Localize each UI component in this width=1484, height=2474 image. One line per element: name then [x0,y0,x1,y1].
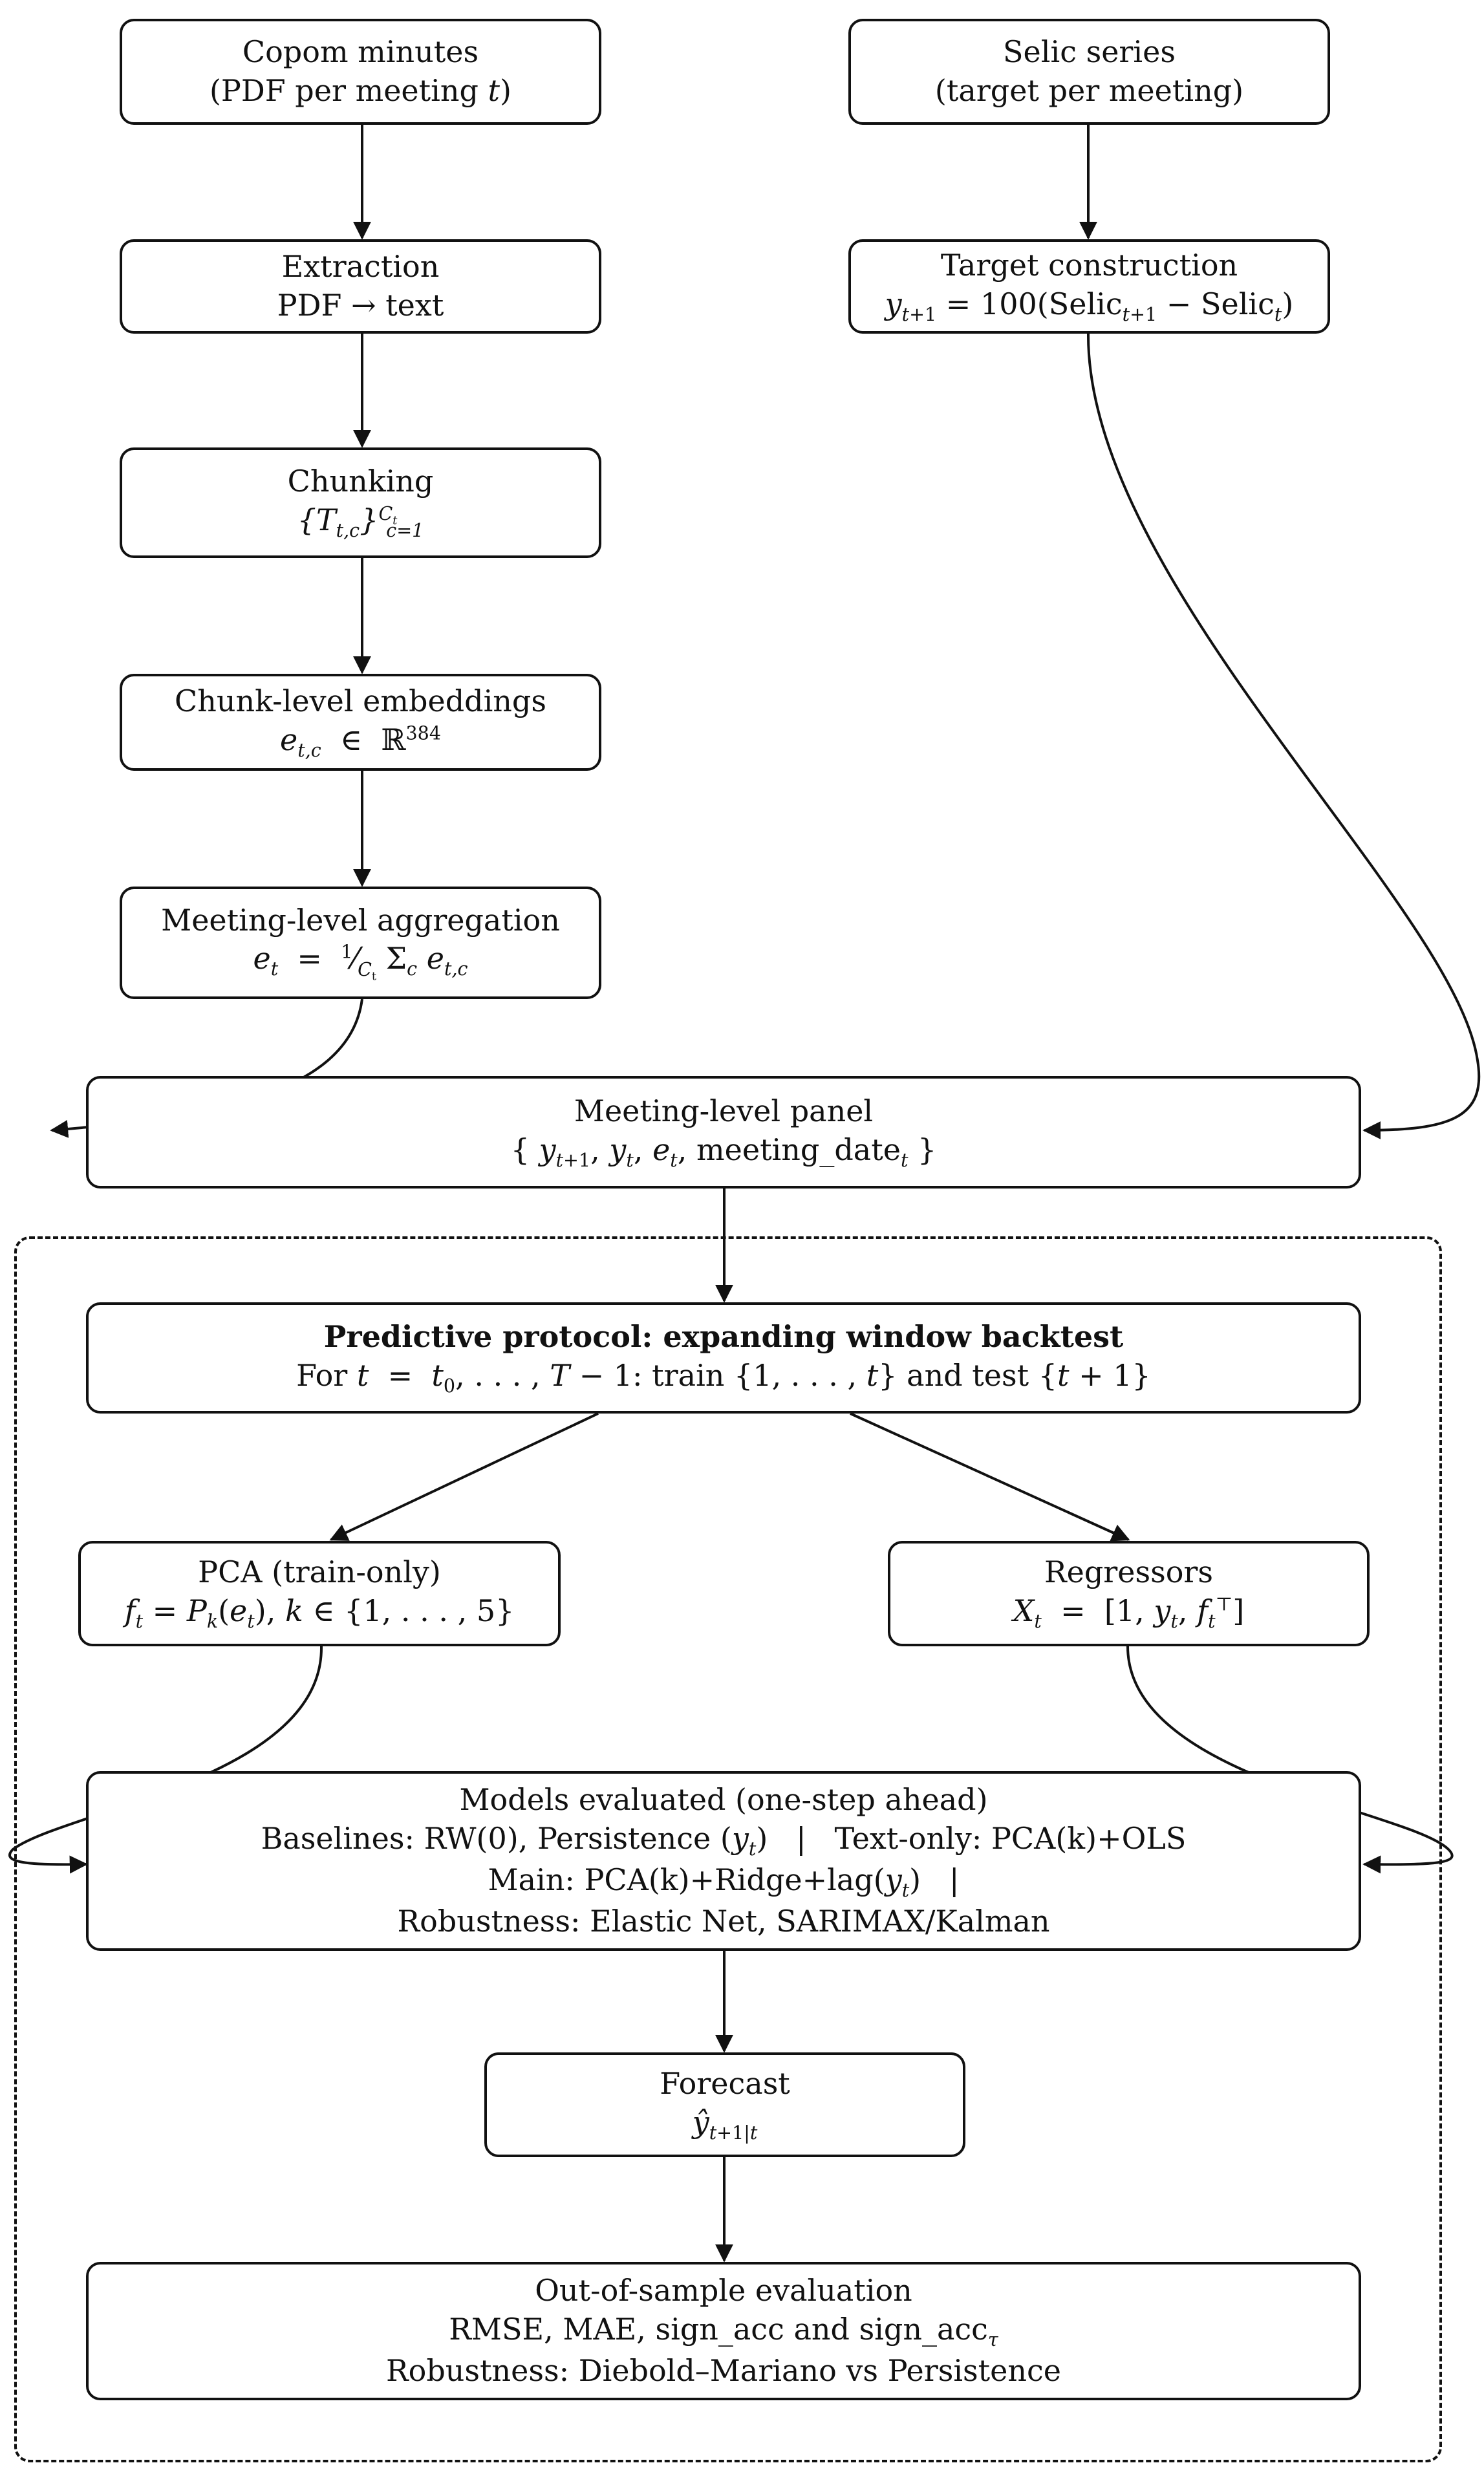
panel-title: Meeting-level panel [574,1093,874,1128]
chunking-formula: {Tt,c}Ctc=1 [297,502,424,542]
embeddings-title: Chunk-level embeddings [175,683,546,718]
copom-title: Copom minutes [242,34,479,70]
models-main: Main: PCA(k)+Ridge+lag(yt) | [488,1862,960,1902]
protocol-formula: For t = t0, . . . , T − 1: train {1, . .… [296,1357,1151,1397]
regressors-title: Regressors [1044,1554,1214,1590]
edge-pca-models [8,1646,323,1874]
node-copom-minutes: Copom minutes (PDF per meeting t) [120,19,601,125]
target-formula: yt+1 = 100(Selict+1 − Selict) [885,286,1294,325]
regressors-formula: Xt = [1, yt, ft⊤] [1013,1593,1245,1633]
evaluation-metrics: RMSE, MAE, sign_acc and sign_accτ [449,2311,998,2351]
pca-formula: ft = Pk(et), k ∈ {1, . . . , 5} [124,1593,515,1633]
node-chunk-embeddings: Chunk-level embeddings et,c ∈ ℝ384 [120,674,601,771]
models-robustness: Robustness: Elastic Net, SARIMAX/Kalman [397,1904,1050,1939]
pca-title: PCA (train-only) [198,1554,441,1590]
forecast-title: Forecast [660,2065,790,2101]
node-models-evaluated: Models evaluated (one-step ahead) Baseli… [86,1771,1361,1951]
node-selic-series: Selic series (target per meeting) [848,19,1330,125]
embeddings-formula: et,c ∈ ℝ384 [280,722,441,761]
target-title: Target construction [940,247,1238,283]
extraction-formula: PDF → text [277,288,444,323]
edge-protocol-regressors [850,1412,1130,1542]
selic-subtitle: (target per meeting) [934,73,1244,108]
protocol-title: Predictive protocol: expanding window ba… [323,1318,1124,1354]
dashed-backtest-frame [14,1236,1442,2462]
node-target-construction: Target construction yt+1 = 100(Selict+1 … [848,239,1330,334]
aggregation-formula: et = 1⁄Ct Σc et,c [253,941,468,984]
evaluation-robustness: Robustness: Diebold–Mariano vs Persisten… [386,2353,1061,2389]
node-predictive-protocol: Predictive protocol: expanding window ba… [86,1302,1361,1414]
edge-protocol-pca [329,1412,599,1541]
node-pca: PCA (train-only) ft = Pk(et), k ∈ {1, . … [78,1541,561,1646]
forecast-formula: ŷt+1|t [692,2104,758,2144]
node-chunking: Chunking {Tt,c}Ctc=1 [120,447,601,558]
aggregation-title: Meeting-level aggregation [161,902,560,938]
node-forecast: Forecast ŷt+1|t [484,2052,965,2157]
evaluation-title: Out-of-sample evaluation [535,2273,912,2308]
node-regressors: Regressors Xt = [1, yt, ft⊤] [888,1541,1370,1646]
edge-regressors-models [1126,1646,1454,1874]
extraction-title: Extraction [281,249,440,285]
selic-title: Selic series [1003,34,1176,70]
panel-formula: { yt+1, yt, et, meeting_datet } [510,1132,937,1171]
node-meeting-aggregation: Meeting-level aggregation et = 1⁄Ct Σc e… [120,887,601,999]
node-extraction: Extraction PDF → text [120,239,601,334]
copom-subtitle: (PDF per meeting t) [209,73,511,108]
node-oos-evaluation: Out-of-sample evaluation RMSE, MAE, sign… [86,2262,1361,2400]
models-baselines: Baselines: RW(0), Persistence (yt) | Tex… [261,1820,1187,1860]
chunking-title: Chunking [287,464,434,499]
edge-target-panel [1086,333,1481,1139]
node-meeting-panel: Meeting-level panel { yt+1, yt, et, meet… [86,1076,1361,1189]
models-title: Models evaluated (one-step ahead) [459,1781,988,1817]
